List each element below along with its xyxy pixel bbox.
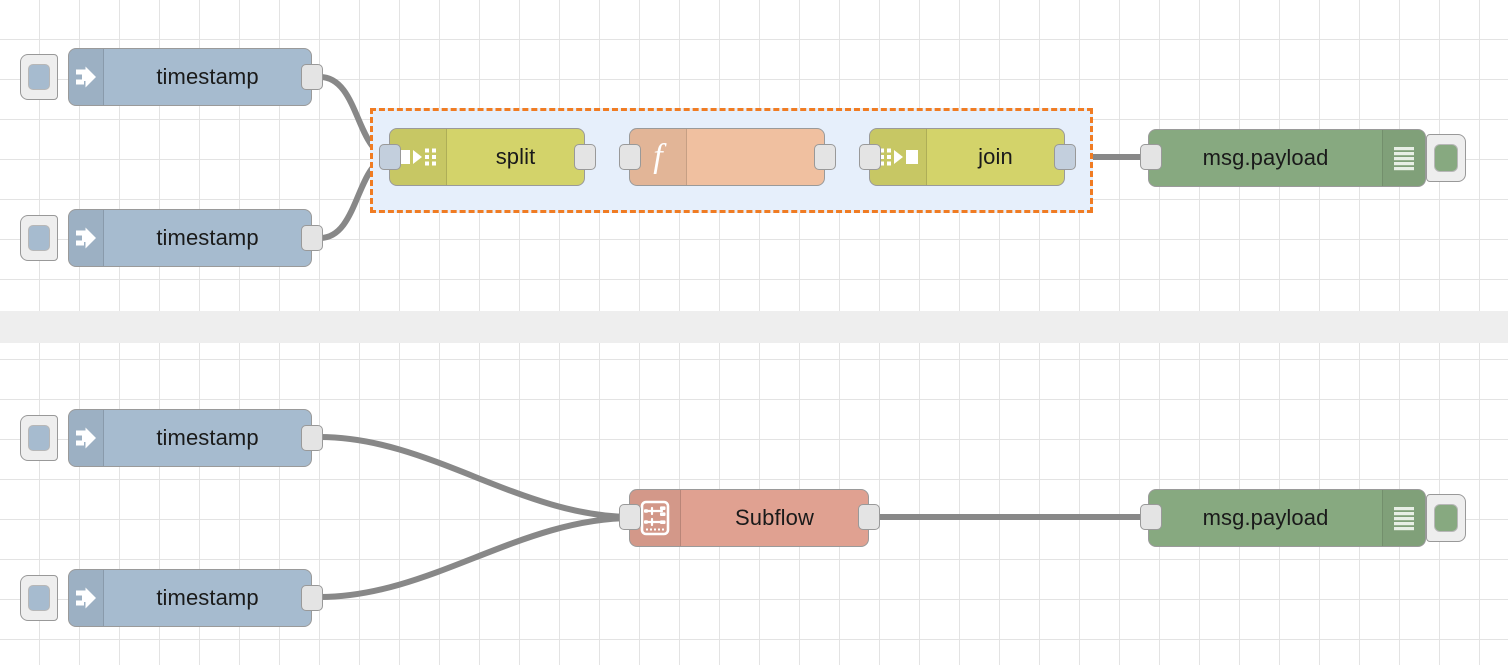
port-input-subflow[interactable] [619,504,641,530]
svg-text:f: f [653,138,667,175]
node-inject-4[interactable]: timestamp [68,569,312,627]
debug-toggle-knob [1434,504,1458,532]
debug-toggle-button-1[interactable] [1426,134,1466,182]
node-label-inject-1: timestamp [156,64,259,89]
node-debug-2[interactable]: msg.payload [1148,489,1426,547]
node-label-inject-3: timestamp [156,425,259,450]
debug-list-icon [1382,490,1425,546]
debug-toggle-knob [1434,144,1458,172]
inject-button-1[interactable] [20,54,58,100]
inject-arrow-icon [69,410,104,466]
inject-arrow-icon [69,570,104,626]
port-output-inject-1[interactable] [301,64,323,90]
flow-divider [0,311,1508,343]
inject-button-knob [28,225,50,251]
node-subflow[interactable]: Subflow [629,489,869,547]
port-input-function[interactable] [619,144,641,170]
wire-inject3-to-subflow [317,434,635,520]
port-output-join[interactable] [1054,144,1076,170]
node-function[interactable]: f [629,128,825,186]
port-output-subflow[interactable] [858,504,880,530]
inject-button-knob [28,585,50,611]
port-output-inject-3[interactable] [301,425,323,451]
node-label-inject-4: timestamp [156,585,259,610]
node-inject-1[interactable]: timestamp [68,48,312,106]
port-input-debug-2[interactable] [1140,504,1162,530]
inject-button-knob [28,64,50,90]
node-join[interactable]: join [869,128,1065,186]
node-label-inject-2: timestamp [156,225,259,250]
subflow-icon [630,490,681,546]
port-output-function[interactable] [814,144,836,170]
port-output-inject-4[interactable] [301,585,323,611]
node-label-debug-2: msg.payload [1202,505,1329,530]
node-label-join: join [978,144,1013,169]
port-input-join[interactable] [859,144,881,170]
port-input-debug-1[interactable] [1140,144,1162,170]
node-debug-1[interactable]: msg.payload [1148,129,1426,187]
node-inject-2[interactable]: timestamp [68,209,312,267]
inject-arrow-icon [69,210,104,266]
wire-inject4-to-subflow [317,515,635,600]
node-label-function [687,129,824,185]
node-label-debug-1: msg.payload [1202,145,1329,170]
port-input-split[interactable] [379,144,401,170]
port-output-split[interactable] [574,144,596,170]
port-output-inject-2[interactable] [301,225,323,251]
debug-toggle-button-2[interactable] [1426,494,1466,542]
node-label-subflow: Subflow [735,505,814,530]
inject-button-2[interactable] [20,215,58,261]
node-label-split: split [495,144,536,169]
inject-arrow-icon [69,49,104,105]
inject-button-knob [28,425,50,451]
inject-button-4[interactable] [20,575,58,621]
debug-list-icon [1382,130,1425,186]
node-split[interactable]: split [389,128,585,186]
inject-button-3[interactable] [20,415,58,461]
node-inject-3[interactable]: timestamp [68,409,312,467]
